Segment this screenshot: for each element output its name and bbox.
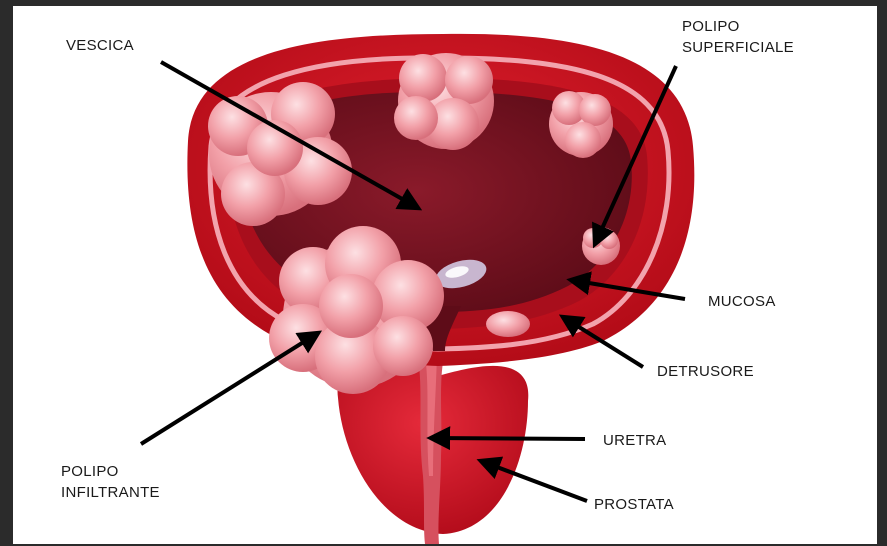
diagram-frame: VESCICA POLIPO SUPERFICIALE MUCOSA DETRU… (13, 6, 877, 544)
label-uretra: URETRA (603, 430, 666, 451)
label-polipo-superficiale-line1: POLIPO (682, 16, 794, 37)
polyp-top-center (394, 53, 494, 150)
label-vescica-text: VESCICA (66, 35, 134, 56)
label-mucosa: MUCOSA (708, 291, 776, 312)
label-polipo-infiltrante-line1: POLIPO (61, 461, 160, 482)
label-polipo-superficiale: POLIPO SUPERFICIALE (682, 16, 794, 58)
polyp-small-bottom (486, 311, 530, 337)
label-detrusore-text: DETRUSORE (657, 361, 754, 382)
label-polipo-superficiale-line2: SUPERFICIALE (682, 37, 794, 58)
label-polipo-infiltrante-line2: INFILTRANTE (61, 482, 160, 503)
label-mucosa-text: MUCOSA (708, 291, 776, 312)
label-uretra-text: URETRA (603, 430, 666, 451)
label-prostata-text: PROSTATA (594, 494, 674, 515)
label-polipo-infiltrante: POLIPO INFILTRANTE (61, 461, 160, 503)
arrow-uretra (431, 438, 585, 439)
label-vescica: VESCICA (66, 35, 134, 56)
label-prostata: PROSTATA (594, 494, 674, 515)
label-detrusore: DETRUSORE (657, 361, 754, 382)
arrow-polipo-infiltrante (141, 333, 318, 444)
